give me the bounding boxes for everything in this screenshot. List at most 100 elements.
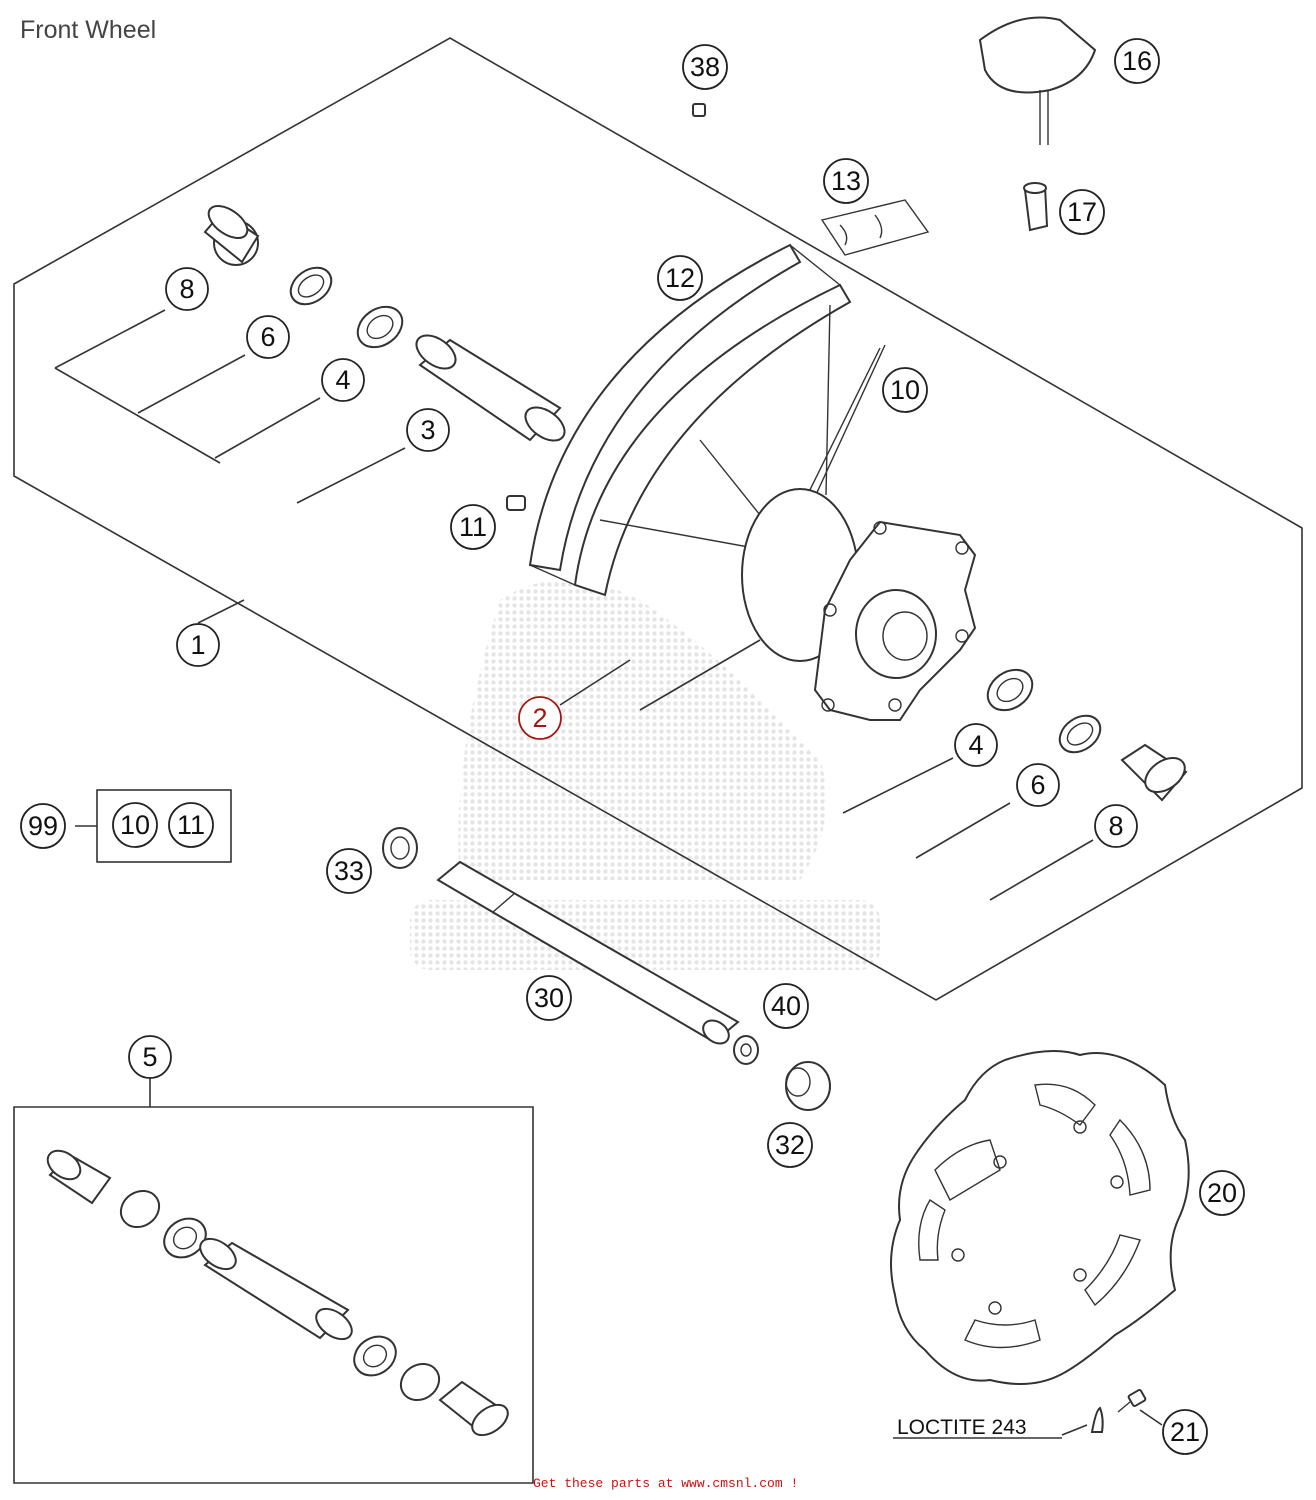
right-bearing-4 <box>986 668 1034 712</box>
callout-circle <box>1114 38 1160 84</box>
screw-21 <box>1117 1389 1147 1413</box>
callout-number: 3 <box>420 415 435 445</box>
callout-number: 2 <box>532 703 547 733</box>
valve-17 <box>1023 182 1049 232</box>
callout-number: 1 <box>190 630 205 660</box>
callout-8a: 8 <box>165 267 209 311</box>
callout-11: 11 <box>450 504 496 550</box>
callout-circle <box>1016 763 1060 807</box>
callout-circle <box>168 802 214 848</box>
callout-number: 32 <box>775 1130 805 1160</box>
callout-2: 2 <box>518 696 562 740</box>
callout-circle <box>682 44 728 90</box>
callout-number: 5 <box>142 1042 157 1072</box>
callout-number: 13 <box>831 166 861 196</box>
callout-number: 8 <box>179 274 194 304</box>
callout-4b: 4 <box>954 723 998 767</box>
callout-number: 20 <box>1207 1178 1237 1208</box>
callout-number: 10 <box>890 375 920 405</box>
callout-circle <box>767 1122 813 1168</box>
callout-circle <box>20 803 66 849</box>
callout-circle <box>1162 1409 1208 1455</box>
callout-circle <box>128 1035 172 1079</box>
callout-circle <box>176 623 220 667</box>
callout-number: 11 <box>459 512 487 542</box>
callout-number: 17 <box>1067 197 1097 227</box>
callout-number: 12 <box>665 263 695 293</box>
callout-number: 4 <box>335 365 350 395</box>
callout-99b: 11 <box>168 802 214 848</box>
callout-number: 21 <box>1170 1417 1200 1447</box>
callout-number: 8 <box>1108 811 1123 841</box>
callout-12: 12 <box>657 255 703 301</box>
callout-circle <box>165 267 209 311</box>
callout-21: 21 <box>1162 1409 1208 1455</box>
callout-number: 10 <box>120 810 150 840</box>
rim-lock-16 <box>978 16 1097 145</box>
callout-13: 13 <box>823 158 869 204</box>
callout-circle <box>518 696 562 740</box>
callout-30: 30 <box>526 975 572 1021</box>
callout-circle <box>1059 189 1105 235</box>
nipple-11 <box>506 495 526 511</box>
callout-circle <box>657 255 703 301</box>
callout-99a: 10 <box>112 802 158 848</box>
kit-box-99 <box>96 789 232 863</box>
callout-99: 99 <box>20 803 66 849</box>
right-spacer-8 <box>1120 743 1188 802</box>
callout-16: 16 <box>1114 38 1160 84</box>
nut-32 <box>785 1061 831 1111</box>
washer-40 <box>733 1035 759 1065</box>
left-seal-6 <box>289 266 333 306</box>
callout-number: 38 <box>690 52 720 82</box>
callout-1: 1 <box>176 623 220 667</box>
cap-38 <box>692 103 706 117</box>
callout-circle <box>246 315 290 359</box>
callout-circle <box>823 158 869 204</box>
callout-6b: 6 <box>1016 763 1060 807</box>
loctite-label: LOCTITE 243 <box>897 1416 1027 1439</box>
hub-spacer-3 <box>415 334 566 442</box>
callout-number: 16 <box>1122 46 1152 76</box>
callout-20: 20 <box>1199 1170 1245 1216</box>
callout-circle <box>882 367 928 413</box>
callout-5: 5 <box>128 1035 172 1079</box>
callout-38: 38 <box>682 44 728 90</box>
footer-link[interactable]: Get these parts at www.cmsnl.com ! <box>533 1476 799 1491</box>
seal-33 <box>382 827 418 869</box>
callout-circle <box>526 975 572 1021</box>
callout-circle <box>954 723 998 767</box>
rim-tape-13 <box>820 199 930 256</box>
callout-circle <box>1199 1170 1245 1216</box>
callout-3: 3 <box>406 408 450 452</box>
callout-6a: 6 <box>246 315 290 359</box>
callout-number: 6 <box>1030 770 1045 800</box>
axle-30 <box>436 860 740 1045</box>
page-title: Front Wheel <box>20 16 157 44</box>
callout-number: 6 <box>260 322 275 352</box>
callout-10: 10 <box>882 367 928 413</box>
callout-circle <box>326 848 372 894</box>
callout-17: 17 <box>1059 189 1105 235</box>
callout-number: 30 <box>534 983 564 1013</box>
callout-number: 99 <box>28 811 58 841</box>
callout-circle <box>763 983 809 1029</box>
rim-12 <box>528 243 852 597</box>
callout-number: 11 <box>177 810 205 840</box>
left-spacer-8 <box>203 205 260 266</box>
left-bearing-4 <box>356 305 404 349</box>
hub-2 <box>741 488 977 721</box>
leader-lines <box>54 309 1163 1439</box>
right-seal-6 <box>1058 714 1102 754</box>
callout-8b: 8 <box>1094 804 1138 848</box>
callout-circle <box>112 802 158 848</box>
callout-number: 33 <box>334 856 364 886</box>
kit-box-5 <box>13 1106 534 1484</box>
callout-circle <box>1094 804 1138 848</box>
callout-40: 40 <box>763 983 809 1029</box>
wheel-assembly-outline <box>13 37 1303 1001</box>
callout-circle <box>321 358 365 402</box>
callout-number: 4 <box>968 730 983 760</box>
